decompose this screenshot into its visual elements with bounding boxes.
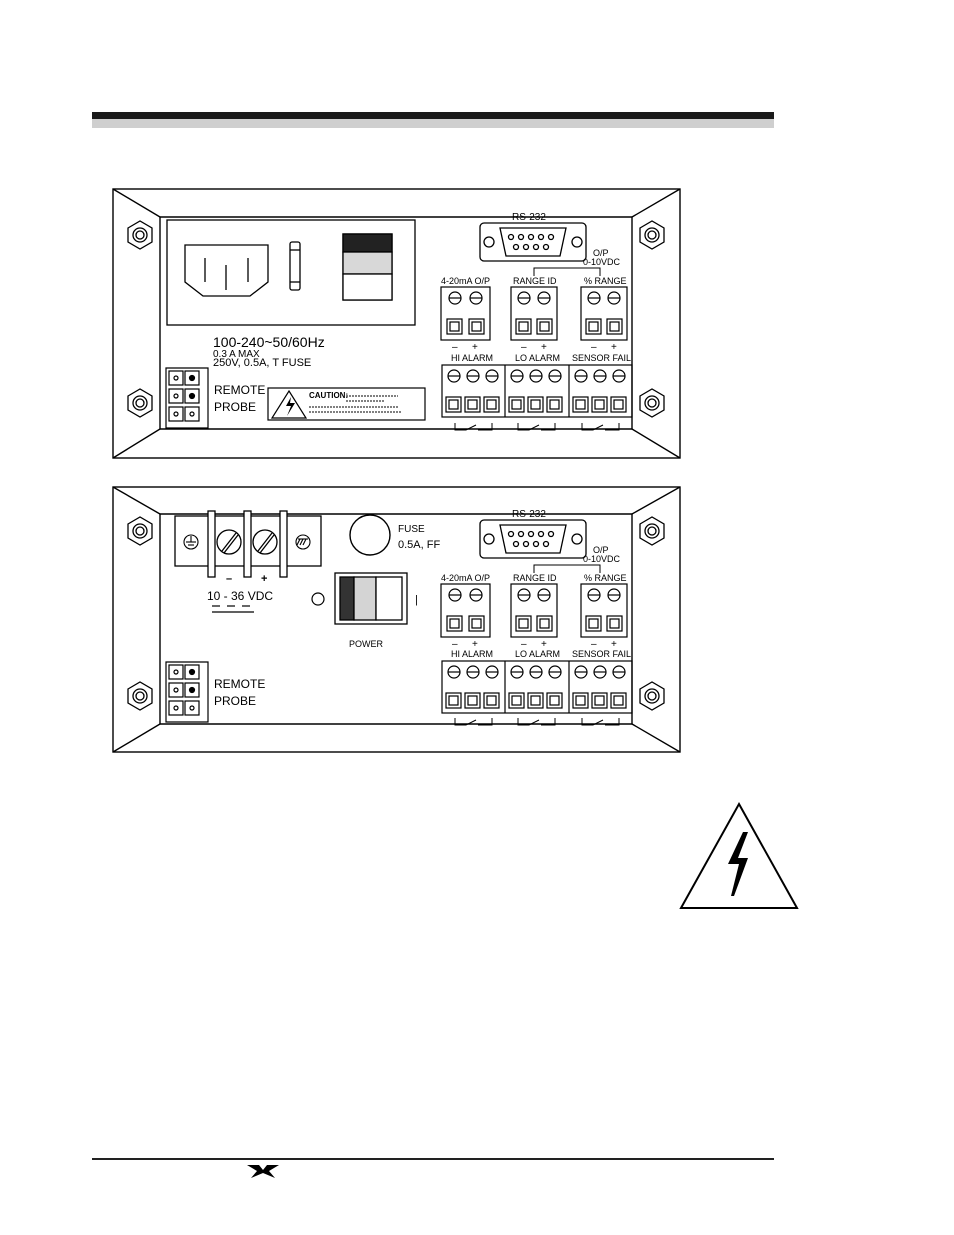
- chassis-ground-icon: [296, 535, 310, 549]
- hex-nut-icon: [640, 389, 664, 417]
- dc-fuse-rating: 0.5A, FF: [398, 539, 440, 551]
- alarm-terminal-strip: [442, 661, 632, 713]
- ac-rid-minus: –: [521, 342, 527, 353]
- ac-ma-plus: +: [472, 342, 478, 353]
- dc-plus-label: +: [261, 573, 267, 585]
- dc-lo-alarm-label: LO ALARM: [515, 649, 560, 659]
- terminal-block-icon: [581, 287, 627, 340]
- dc-remote-label: REMOTE: [214, 677, 265, 691]
- hex-nut-icon: [640, 517, 664, 545]
- high-voltage-warning-icon: [676, 800, 802, 912]
- caution-label: CAUTION:: [268, 388, 425, 420]
- ac-pr-plus: +: [611, 342, 617, 353]
- caution-title: CAUTION:: [309, 391, 348, 400]
- hex-nut-icon: [128, 682, 152, 710]
- dc-range-id-label: RANGE ID: [513, 573, 557, 583]
- footer-rule: [92, 1158, 774, 1160]
- molex-connector-icon: [166, 368, 208, 428]
- ac-rear-panel-diagram: 100-240~50/60Hz 0.3 A MAX 250V, 0.5A, T …: [0, 0, 954, 470]
- ac-rating-line3: 250V, 0.5A, T FUSE: [213, 357, 311, 369]
- ac-panel-outer-frame: [113, 189, 680, 458]
- ac-sensor-fail-label: SENSOR FAIL: [572, 353, 631, 363]
- molex-connector-icon: [166, 662, 208, 722]
- dc-hi-alarm-label: HI ALARM: [451, 649, 493, 659]
- terminal-block-icon: [511, 287, 557, 340]
- ac-hi-alarm-label: HI ALARM: [451, 353, 493, 363]
- db9-connector-icon: [480, 223, 586, 261]
- dc-rear-panel-diagram: – + 10 - 36 VDC FUSE 0.5A, FF | POWER RE…: [0, 470, 954, 770]
- terminal-block-icon: [581, 584, 627, 637]
- hex-nut-icon: [128, 389, 152, 417]
- dc-pct-range-label: % RANGE: [584, 573, 627, 583]
- dc-sensor-fail-label: SENSOR FAIL: [572, 649, 631, 659]
- ac-ma-op-label: 4-20mA O/P: [441, 276, 490, 286]
- hex-nut-icon: [128, 221, 152, 249]
- terminal-block-icon: [441, 584, 490, 637]
- dc-symbol-icon: [212, 606, 254, 612]
- hex-nut-icon: [128, 517, 152, 545]
- teledyne-logo-icon: [245, 1162, 281, 1180]
- fuse-holder-icon: [350, 515, 390, 555]
- dc-power-label: POWER: [349, 639, 384, 649]
- dc-fuse-label: FUSE: [398, 524, 425, 535]
- ac-op-range-label: 0-10VDC: [583, 257, 621, 267]
- db9-connector-icon: [480, 520, 586, 558]
- hex-nut-icon: [640, 221, 664, 249]
- dc-off-mark: |: [415, 594, 418, 606]
- rocker-switch-icon: [343, 234, 392, 300]
- ac-pct-range-label: % RANGE: [584, 276, 627, 286]
- led-indicator-icon: [312, 593, 324, 605]
- ac-pr-minus: –: [591, 342, 597, 353]
- fuse-icon: [290, 242, 300, 290]
- iec-power-inlet-icon: [185, 245, 268, 296]
- ac-rs232-label: RS-232: [512, 212, 546, 223]
- rocker-switch-icon: [335, 573, 407, 624]
- alarm-terminal-strip: [442, 365, 632, 417]
- dc-ma-op-label: 4-20mA O/P: [441, 573, 490, 583]
- ac-rating-line1: 100-240~50/60Hz: [213, 334, 325, 350]
- ac-lo-alarm-label: LO ALARM: [515, 353, 560, 363]
- ground-symbol-icon: [184, 535, 198, 549]
- ac-ma-minus: –: [452, 342, 458, 353]
- ac-rid-plus: +: [541, 342, 547, 353]
- ac-range-id-label: RANGE ID: [513, 276, 557, 286]
- terminal-block-icon: [441, 287, 490, 340]
- terminal-block-icon: [511, 584, 557, 637]
- dc-probe-label: PROBE: [214, 694, 256, 708]
- dc-op-range-label: 0-10VDC: [583, 554, 621, 564]
- ac-remote-label: REMOTE: [214, 383, 265, 397]
- ac-probe-label: PROBE: [214, 400, 256, 414]
- dc-voltage-label: 10 - 36 VDC: [207, 589, 273, 603]
- dc-rs232-label: RS-232: [512, 509, 546, 520]
- dc-minus-label: –: [226, 573, 232, 585]
- dc-screw-terminal-strip: [175, 511, 321, 577]
- hex-nut-icon: [640, 682, 664, 710]
